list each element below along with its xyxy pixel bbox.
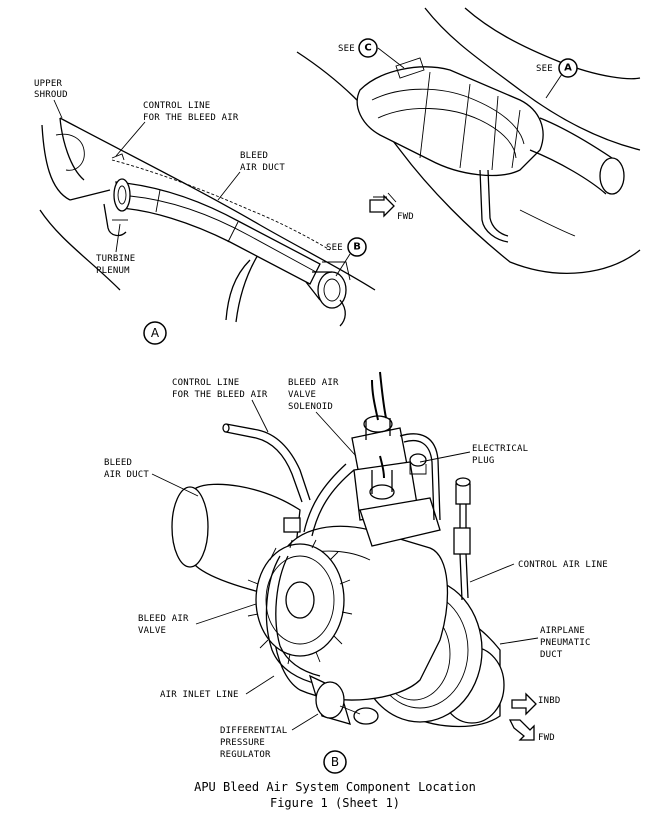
control-line-label-a: CONTROL LINE FOR THE BLEED AIR	[143, 101, 239, 123]
view-b-drawing	[171, 371, 505, 728]
inbd-arrow-icon	[511, 692, 537, 716]
control-line-label-b: CONTROL LINE FOR THE BLEED AIR	[172, 378, 268, 400]
pneumatic-duct-label: AIRPLANE PNEUMATIC DUCT	[540, 626, 596, 660]
turbine-plenum-label: TURBINE PLENUM	[96, 254, 141, 276]
diff-regulator-label: DIFFERENTIAL PRESSURE REGULATOR	[220, 726, 293, 760]
fwd-arrow-icon	[369, 192, 397, 218]
electrical-plug-label: ELECTRICAL PLUG	[472, 444, 534, 466]
figure-number: Figure 1 (Sheet 1)	[270, 796, 400, 810]
control-air-line-label: CONTROL AIR LINE	[518, 560, 608, 570]
see-b-label: SEE	[326, 243, 343, 253]
view-b-marker	[323, 750, 347, 774]
view-a-marker-text: A	[151, 326, 160, 340]
see-a-label: SEE	[536, 64, 553, 74]
see-b-circle	[347, 237, 367, 257]
see-a-ref: A	[564, 63, 572, 74]
view-b-marker-text: B	[331, 755, 339, 769]
see-a-circle	[558, 58, 578, 78]
view-a-drawing	[39, 117, 376, 327]
figure-title: APU Bleed Air System Component Location	[194, 780, 476, 794]
see-c-label: SEE	[338, 44, 355, 54]
fwd-label-b: FWD	[538, 733, 555, 743]
inbd-label: INBD	[538, 696, 560, 706]
see-c-ref: C	[364, 43, 371, 54]
see-c-circle	[358, 38, 378, 58]
fwd-label-top: FWD	[397, 212, 414, 222]
solenoid-label: BLEED AIR VALVE SOLENOID	[288, 378, 344, 412]
see-b-ref: B	[353, 242, 361, 253]
fwd-arrow-icon-b	[508, 719, 535, 741]
upper-shroud-label: UPPER SHROUD	[34, 79, 68, 100]
bleed-air-duct-label-b: BLEED AIR DUCT	[104, 458, 149, 480]
air-inlet-line-label: AIR INLET LINE	[160, 690, 239, 700]
bleed-air-duct-label-a: BLEED AIR DUCT	[240, 151, 285, 173]
view-a-marker	[143, 321, 167, 345]
overview-drawing	[296, 7, 641, 274]
bleed-air-valve-label: BLEED AIR VALVE	[138, 614, 194, 636]
